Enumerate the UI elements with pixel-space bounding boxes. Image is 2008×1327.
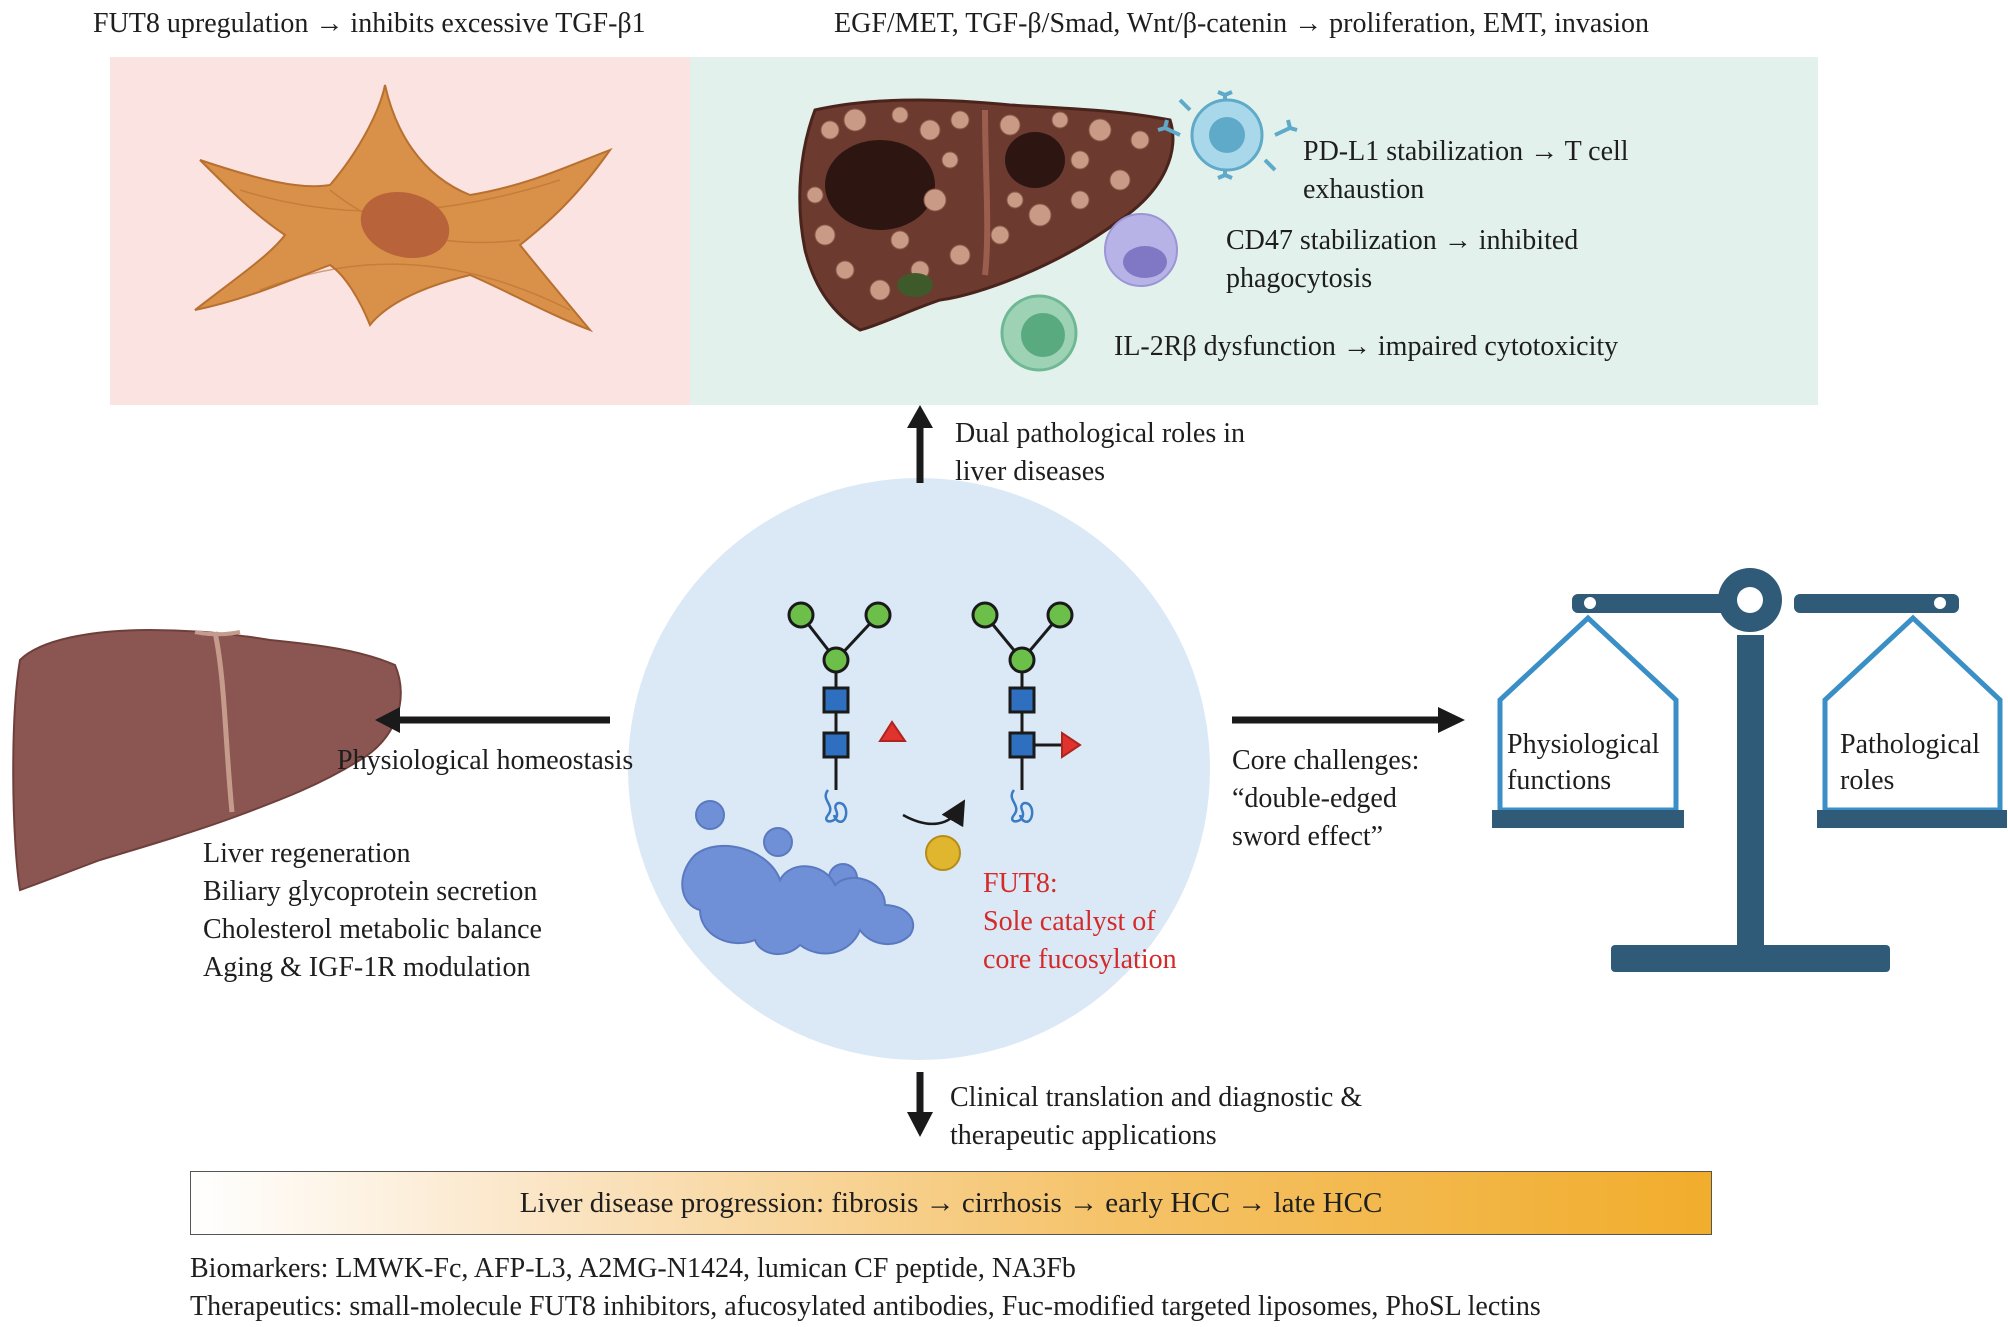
fibrosis-caption: FUT8 upregulation → inhibits excessive T… — [93, 8, 646, 39]
hcc-caption: EGF/MET, TGF-β/Smad, Wnt/β-catenin → pro… — [834, 8, 1649, 39]
challenge-line-1: Core challenges: — [1232, 745, 1420, 776]
fut8-line-3: core fucosylation — [983, 944, 1177, 975]
biomarkers-text: Biomarkers: LMWK-Fc, AFP-L3, A2MG-N1424,… — [190, 1253, 1076, 1284]
glycan-left-icon — [787, 601, 892, 823]
down-label-line-1: Clinical translation and diagnostic & — [950, 1082, 1363, 1113]
challenge-line-3: sword effect” — [1232, 821, 1384, 852]
macrophage-icon — [1104, 213, 1178, 287]
down-arrow-label: Clinical translation and diagnostic & th… — [950, 1079, 1362, 1155]
pdl1-label: PD-L1 stabilization → T cell exhaustion — [1303, 133, 1629, 209]
fibroblast-icon — [194, 84, 613, 333]
right-arrow-label: Core challenges: “double-edged sword eff… — [1232, 742, 1419, 856]
progression-label: Liver disease progression: fibrosis → ci… — [519, 1187, 1383, 1219]
up-label-line-2: liver diseases — [955, 456, 1106, 487]
golgi-icon — [681, 800, 915, 955]
function-item: Liver regeneration — [203, 838, 411, 869]
physiological-functions-list: Liver regeneration Biliary glycoprotein … — [203, 835, 542, 987]
tumor-liver-icon — [798, 98, 1175, 332]
therapeutics-text: Therapeutics: small-molecule FUT8 inhibi… — [190, 1291, 1541, 1322]
progression-bar — [190, 1171, 1712, 1235]
function-item: Aging & IGF-1R modulation — [203, 952, 531, 983]
pdl1-line-2: exhaustion — [1303, 174, 1425, 205]
fucose-icon — [878, 720, 907, 742]
function-item: Cholesterol metabolic balance — [203, 914, 542, 945]
fut8-label: FUT8: Sole catalyst of core fucosylation — [983, 865, 1177, 979]
scale-right-line-1: Pathological — [1840, 729, 1980, 760]
liver-icon — [12, 628, 402, 892]
balance-scale-icon — [1492, 568, 2007, 972]
fut8-line-1: FUT8: — [983, 868, 1058, 899]
arrows — [375, 405, 1465, 1137]
scale-left-line-2: functions — [1507, 765, 1612, 796]
t-cell-icon — [1157, 90, 1298, 180]
left-arrow-label: Physiological homeostasis — [337, 745, 634, 776]
cd47-label: CD47 stabilization → inhibited phagocyto… — [1226, 222, 1578, 298]
reaction-arrow-icon — [902, 799, 966, 828]
cd47-line-2: phagocytosis — [1226, 263, 1373, 294]
up-label-line-1: Dual pathological roles in — [955, 418, 1246, 449]
function-item: Biliary glycoprotein secretion — [203, 876, 538, 907]
scale-right-label: Pathological roles — [1840, 727, 1980, 799]
pdl1-line-1: PD-L1 stabilization → T cell — [1303, 136, 1629, 167]
scale-left-line-1: Physiological — [1507, 729, 1660, 760]
fut8-enzyme-icon — [925, 835, 961, 871]
il2-label: IL-2Rβ dysfunction → impaired cytotoxici… — [1114, 331, 1619, 362]
glycan-right-icon — [971, 601, 1082, 823]
cd47-line-1: CD47 stabilization → inhibited — [1226, 225, 1579, 256]
fut8-line-2: Sole catalyst of — [983, 906, 1156, 937]
fut8-center-circle — [628, 478, 1210, 1060]
down-label-line-2: therapeutic applications — [950, 1120, 1217, 1151]
up-arrow-label: Dual pathological roles in liver disease… — [955, 415, 1245, 491]
challenge-line-2: “double-edged — [1232, 783, 1397, 814]
nk-cell-icon — [1000, 294, 1078, 372]
scale-right-line-2: roles — [1840, 765, 1895, 796]
scale-left-label: Physiological functions — [1507, 727, 1659, 799]
